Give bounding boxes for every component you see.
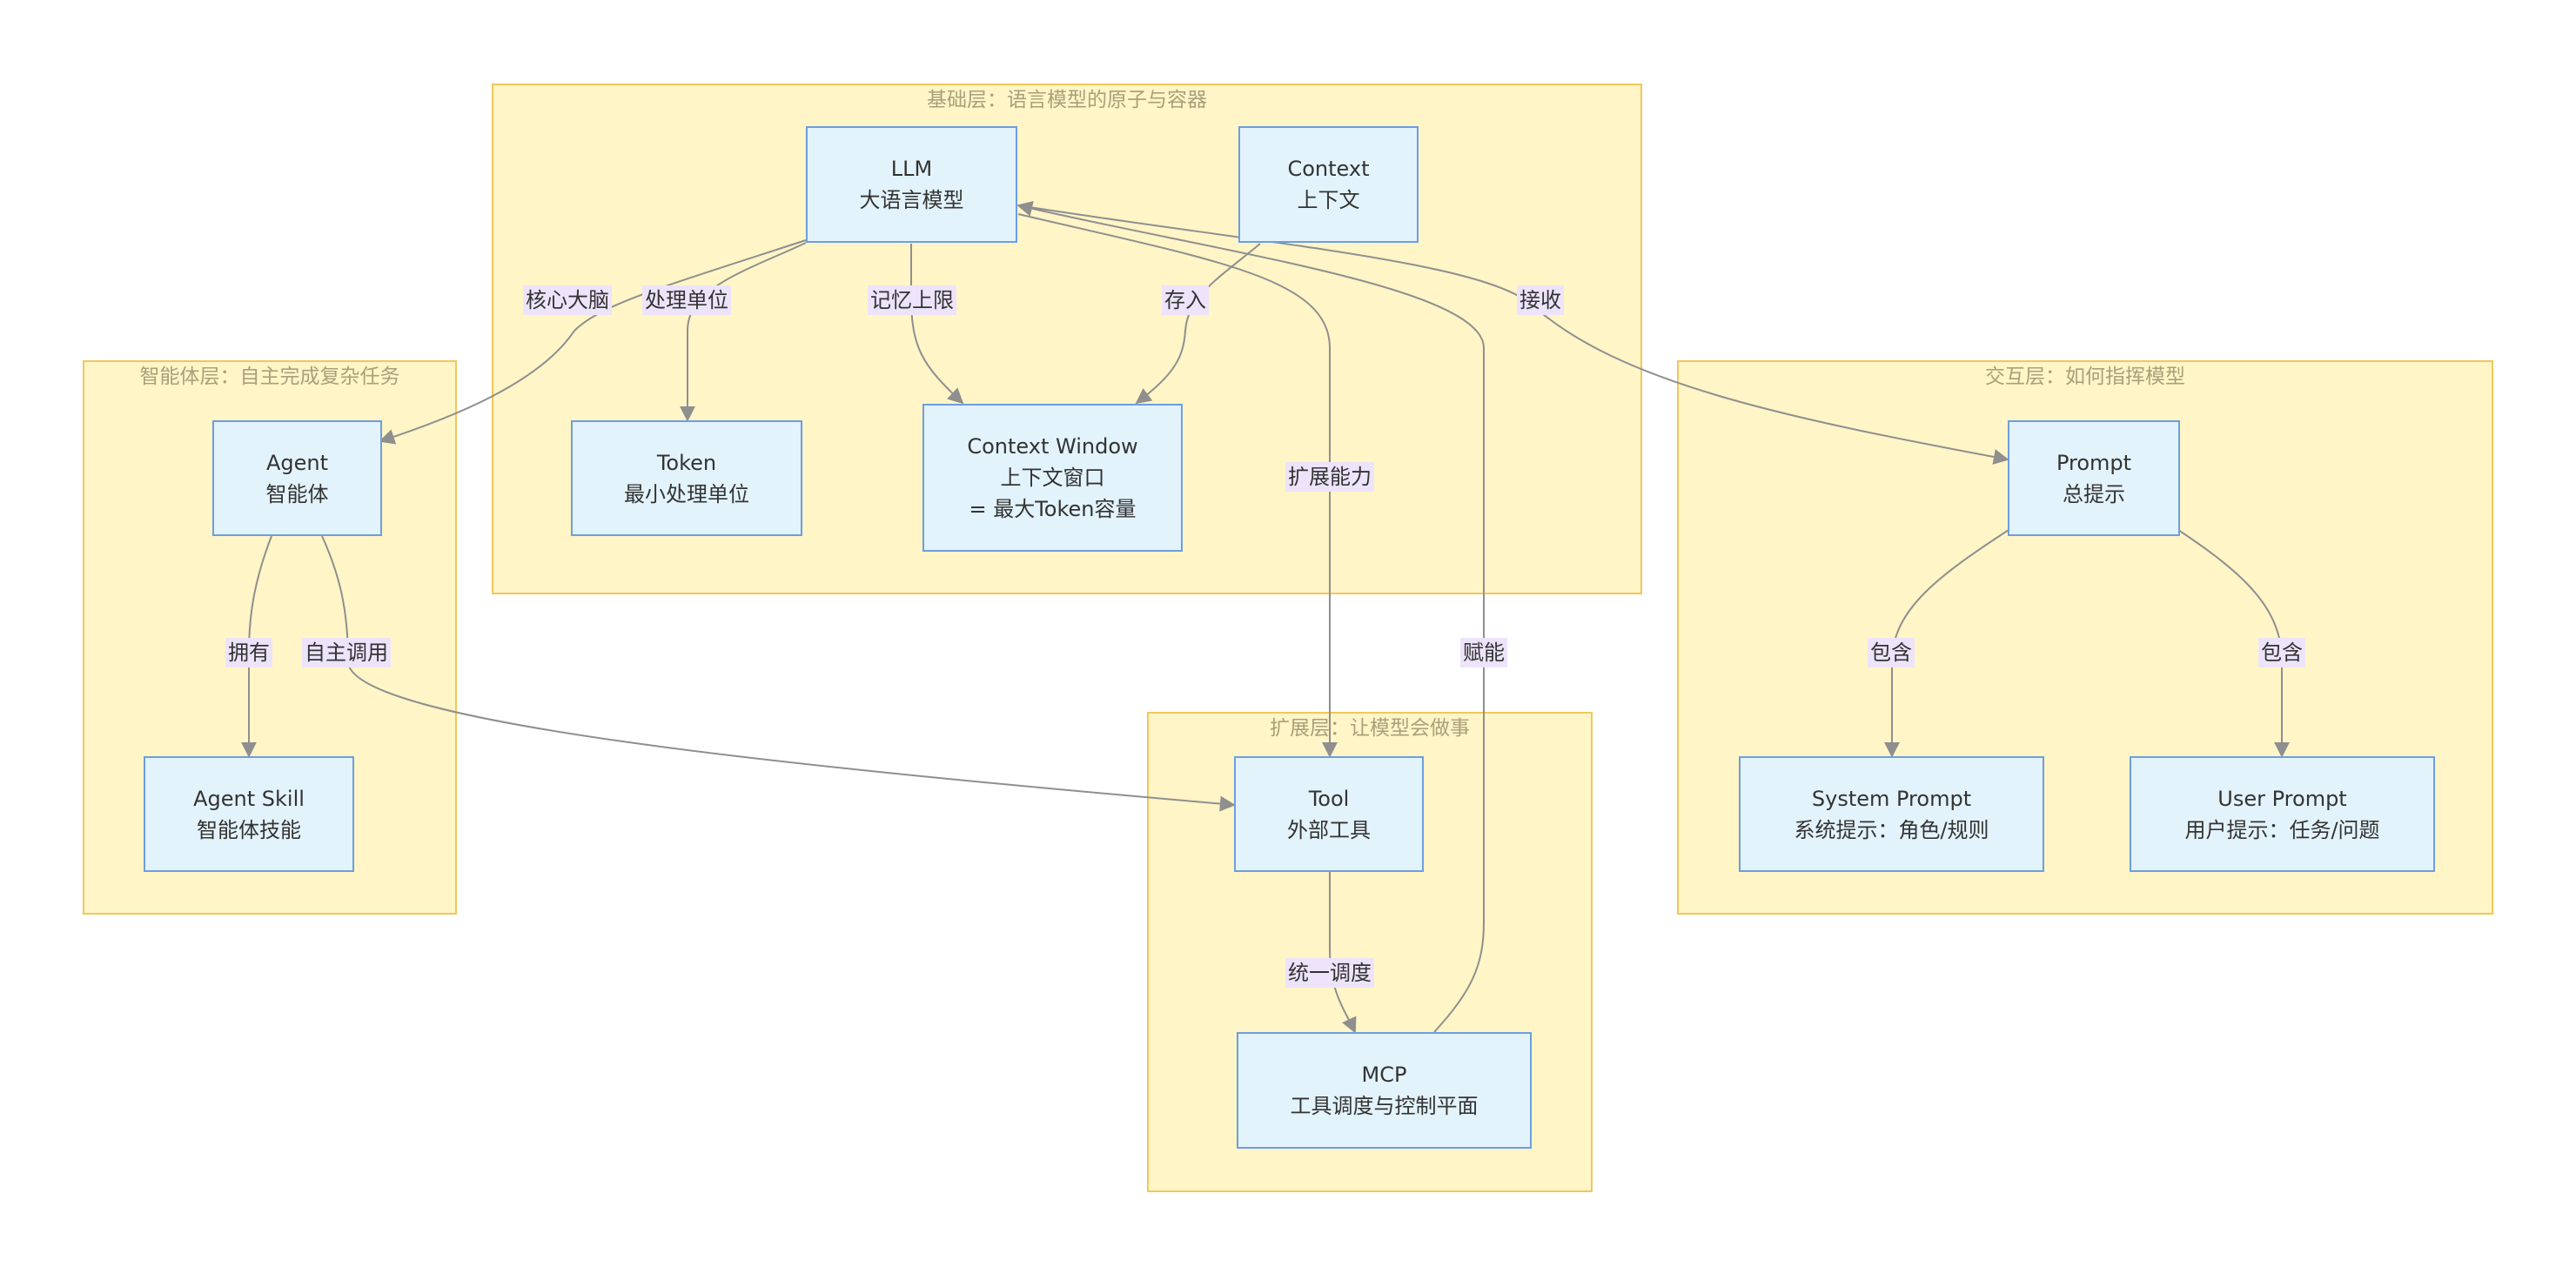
- foundation-layer-title: 基础层：语言模型的原子与容器: [927, 89, 1207, 111]
- edge-label-unified-dispatch: 统一调度: [1285, 958, 1374, 988]
- edge-label-store-in: 存入: [1162, 285, 1209, 315]
- edge-llm-context-window: [910, 244, 964, 405]
- edge-label-processing-unit: 处理单位: [642, 285, 731, 315]
- edge-llm-tool: [1017, 213, 1338, 758]
- edge-label-memory-limit: 记忆上限: [868, 285, 956, 315]
- mcp-node-subtitle: 工具调度与控制平面: [1290, 1094, 1479, 1118]
- llm-node-title: LLM: [890, 157, 933, 181]
- system-prompt-node-title: System Prompt: [1811, 786, 1972, 811]
- edge-label-contains-system: 包含: [1868, 638, 1915, 667]
- edge-llm-token: [680, 242, 807, 422]
- edge-mcp-llm: [1016, 200, 1485, 1033]
- edge-label-has: 拥有: [225, 638, 272, 667]
- mcp-node-title: MCP: [1361, 1063, 1407, 1087]
- context-window-node-detail: = 最大Token容量: [969, 497, 1137, 521]
- tool-node-subtitle: 外部工具: [1287, 817, 1371, 842]
- edge-label-extend-capability: 扩展能力: [1285, 462, 1374, 492]
- edge-agent-tool: [321, 535, 1236, 812]
- context-window-node-subtitle: 上下文窗口: [1000, 466, 1105, 490]
- context-node-title: Context: [1287, 157, 1370, 181]
- user-prompt-node-title: User Prompt: [2217, 786, 2347, 811]
- prompt-node-title: Prompt: [2056, 450, 2132, 475]
- prompt-node[interactable]: Prompt 总提示: [2008, 420, 2180, 536]
- llm-node[interactable]: LLM 大语言模型: [806, 126, 1017, 243]
- edge-label-contains-user: 包含: [2258, 638, 2305, 667]
- extension-layer-title: 扩展层：让模型会做事: [1270, 717, 1470, 740]
- interaction-layer-title: 交互层：如何指挥模型: [1985, 365, 2185, 388]
- token-node-title: Token: [656, 450, 717, 475]
- agent-node-title: Agent: [265, 450, 329, 475]
- agent-skill-node[interactable]: Agent Skill 智能体技能: [144, 756, 354, 872]
- agent-node[interactable]: Agent 智能体: [212, 420, 382, 536]
- edge-label-receive: 接收: [1517, 285, 1564, 315]
- user-prompt-node[interactable]: User Prompt 用户提示：任务/问题: [2130, 756, 2435, 872]
- edge-label-core-brain: 核心大脑: [523, 285, 612, 315]
- context-window-node[interactable]: Context Window 上下文窗口 = 最大Token容量: [922, 404, 1183, 552]
- system-prompt-node-subtitle: 系统提示：角色/规则: [1794, 817, 1989, 842]
- context-node[interactable]: Context 上下文: [1238, 126, 1419, 243]
- user-prompt-node-subtitle: 用户提示：任务/问题: [2184, 817, 2380, 842]
- edge-label-self-invoke: 自主调用: [302, 638, 391, 667]
- agent-layer-title: 智能体层：自主完成复杂任务: [139, 365, 400, 388]
- token-node[interactable]: Token 最小处理单位: [571, 420, 802, 536]
- token-node-subtitle: 最小处理单位: [624, 481, 749, 506]
- tool-node[interactable]: Tool 外部工具: [1234, 756, 1424, 872]
- agent-node-subtitle: 智能体: [265, 481, 329, 506]
- edge-tool-mcp: [1329, 872, 1357, 1034]
- agent-skill-node-title: Agent Skill: [193, 786, 305, 811]
- prompt-node-subtitle: 总提示: [2063, 481, 2125, 506]
- agent-skill-node-subtitle: 智能体技能: [197, 817, 301, 842]
- llm-node-subtitle: 大语言模型: [859, 188, 964, 212]
- context-window-node-title: Context Window: [967, 434, 1138, 459]
- context-node-subtitle: 上下文: [1297, 188, 1360, 212]
- mcp-node[interactable]: MCP 工具调度与控制平面: [1237, 1032, 1532, 1149]
- edge-label-empower: 赋能: [1460, 638, 1507, 667]
- edge-llm-agent: [379, 239, 807, 445]
- system-prompt-node[interactable]: System Prompt 系统提示：角色/规则: [1739, 756, 2044, 872]
- edge-context-context-window: [1135, 243, 1261, 405]
- tool-node-title: Tool: [1308, 786, 1350, 811]
